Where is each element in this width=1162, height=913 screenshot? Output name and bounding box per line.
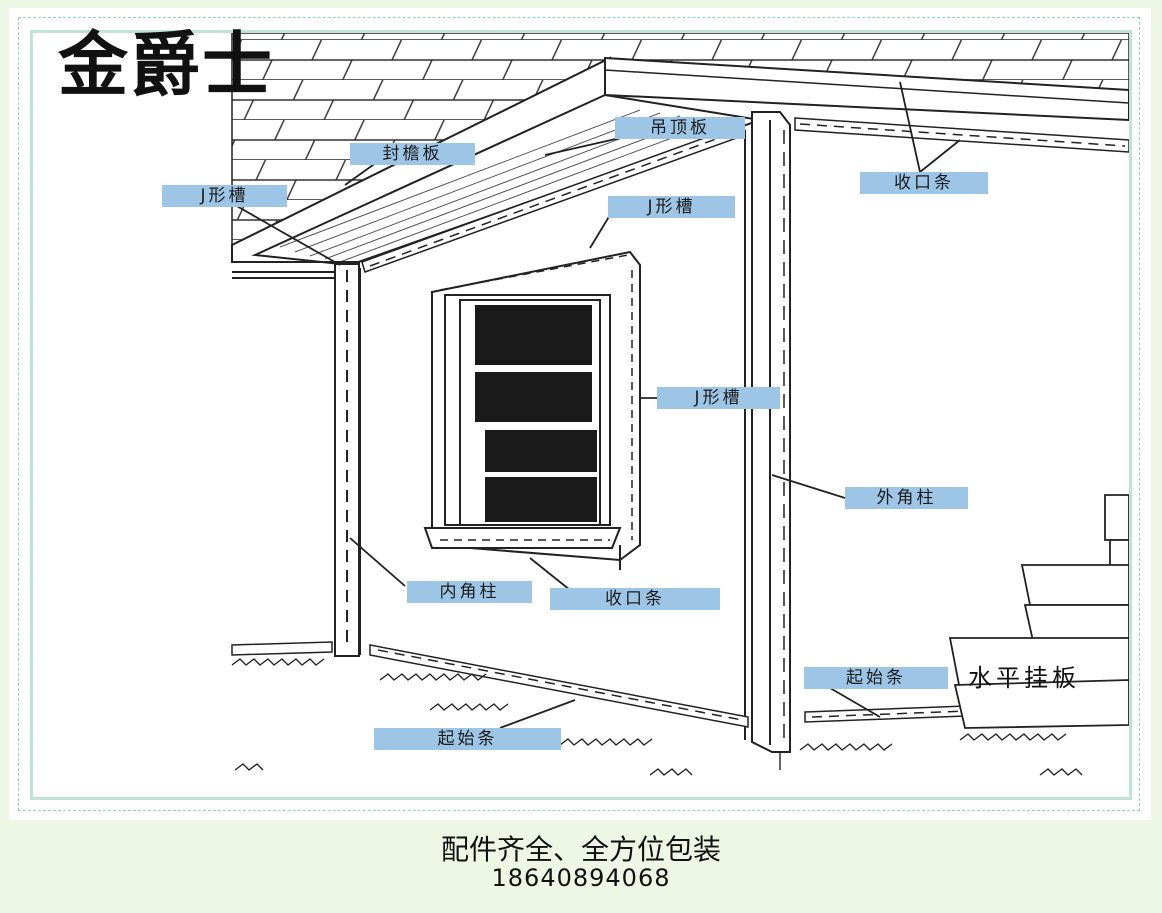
label-starter-strip-right: 起始条: [804, 667, 948, 689]
label-horizontal-siding: 水平挂板: [968, 664, 1080, 692]
label-starter-strip-bottom: 起始条: [374, 728, 561, 750]
grass-ground: [231, 658, 1083, 776]
label-j-channel-window-side: J形槽: [657, 387, 780, 409]
window: [423, 250, 641, 570]
horizontal-siding-panels: [948, 494, 1129, 729]
label-j-channel-left: J形槽: [162, 185, 287, 207]
dashed-frame: [18, 17, 1140, 811]
outside-corner-post: [751, 111, 791, 753]
label-finish-trim-top: 收口条: [860, 172, 988, 194]
phone-number: 18640894068: [491, 864, 671, 892]
leader-lines: [234, 81, 961, 729]
label-outside-corner: 外角柱: [845, 487, 968, 509]
label-j-channel-window-top: J形槽: [608, 196, 735, 218]
brand-logo-text: 金爵士: [58, 24, 274, 106]
label-finish-trim-sill: 收口条: [550, 588, 720, 610]
inside-corner-post: [334, 263, 360, 657]
label-ceiling-board: 吊顶板: [615, 117, 745, 139]
label-soffit-board: 封檐板: [350, 143, 475, 165]
label-inside-corner: 内角柱: [407, 581, 532, 603]
slogan-caption: 配件齐全、全方位包装: [440, 833, 721, 866]
j-channel-soffit: [361, 117, 1129, 273]
